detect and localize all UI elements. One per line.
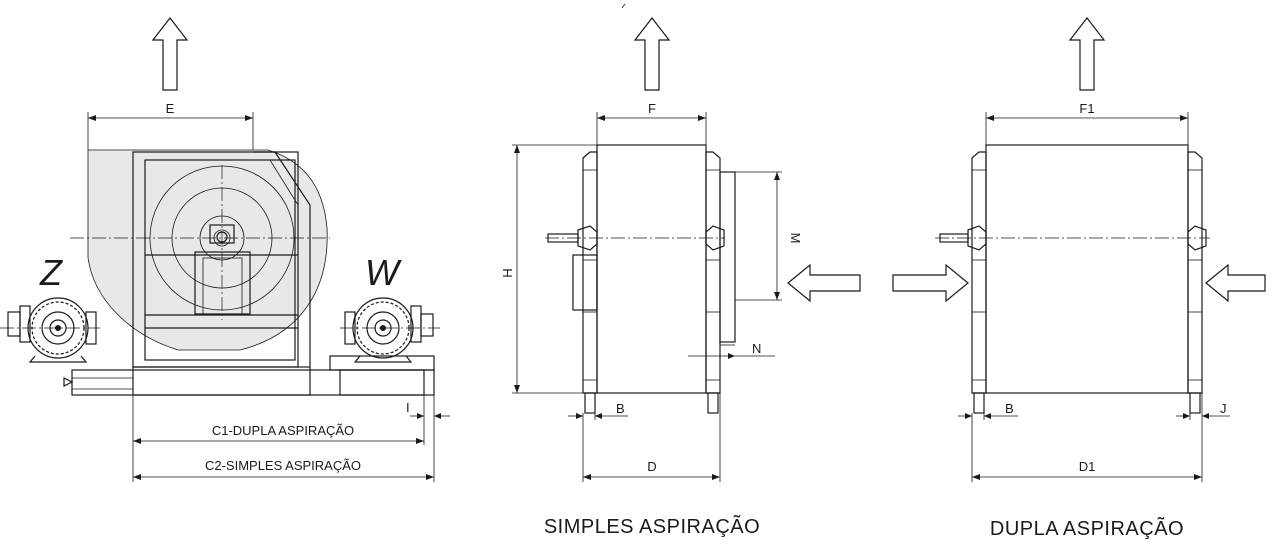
dim-n-label: N — [752, 341, 761, 356]
caption-single: SIMPLES ASPIRAÇÃO — [544, 514, 760, 538]
motor-z-icon — [0, 297, 100, 363]
dim-c1 — [133, 438, 424, 444]
dim-f-label: F — [648, 101, 656, 116]
dim-i — [410, 395, 450, 420]
dim-c1-label: C1-DUPLA ASPIRAÇÃO — [212, 423, 354, 438]
motor-w-icon — [340, 297, 440, 363]
inlet-right-arrow-icon — [892, 263, 969, 303]
volute-housing-icon — [87, 149, 328, 351]
motor-label-w: W — [365, 252, 402, 293]
double-inlet-view: F1 B J D1 — [892, 17, 1266, 540]
dim-i-label: I — [406, 400, 410, 415]
dim-f1-label: F1 — [1079, 101, 1094, 116]
outlet-up-arrow-icon — [151, 17, 189, 91]
dim-c2-label: C2-SIMPLES ASPIRAÇÃO — [205, 458, 361, 473]
dim-d1-label: D1 — [1079, 459, 1096, 474]
caption-double: DUPLA ASPIRAÇÃO — [990, 516, 1184, 540]
side-view: Z W I — [0, 17, 450, 482]
inlet-left-arrow-icon — [787, 263, 861, 303]
dim-j-label: J — [1220, 401, 1227, 416]
dim-h-label: H — [500, 268, 515, 277]
motor-label-z: Z — [39, 252, 63, 293]
dim-e — [87, 112, 254, 150]
outlet-up-arrow-icon — [633, 17, 671, 91]
dim-m-label: M — [788, 233, 803, 244]
outlet-up-arrow-icon — [1068, 17, 1106, 91]
dim-b-label: B — [616, 401, 625, 416]
dim-e-label: E — [166, 101, 175, 116]
inlet-left-arrow-icon — [1205, 263, 1266, 303]
dim-d-label: D — [647, 459, 656, 474]
dim-c2 — [133, 474, 434, 480]
dim-b2-label: B — [1005, 401, 1014, 416]
single-inlet-view: F H — [500, 3, 861, 538]
